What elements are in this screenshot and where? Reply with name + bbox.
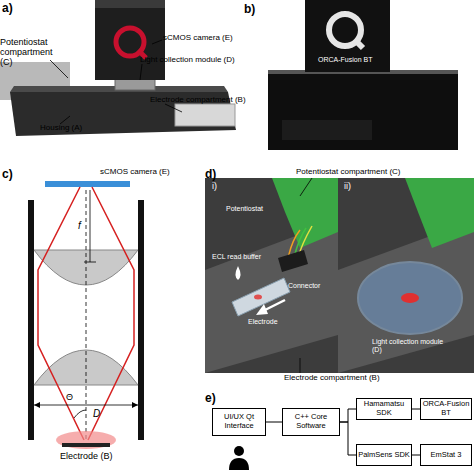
panel-letter: c)	[2, 168, 13, 181]
tube-wall	[28, 200, 34, 440]
leader-line	[165, 104, 182, 112]
box-text: PalmSens SDK	[358, 451, 410, 460]
part-label: Light collection module (D)	[372, 338, 452, 353]
connector	[278, 250, 308, 272]
connector-line	[412, 455, 420, 456]
box-text: Hamamatsu SDK	[358, 400, 410, 417]
focal-dimension	[90, 190, 91, 262]
part-label: Electrode (B)	[60, 452, 113, 462]
potentiostat-board	[405, 178, 474, 248]
connector-line	[266, 422, 282, 423]
light-ray	[38, 187, 84, 440]
process-box: Hamamatsu SDK	[356, 398, 412, 420]
insert-arrow	[263, 300, 285, 311]
part-label: Light collection module (D)	[140, 56, 235, 65]
process-box: EmStat 3	[420, 444, 472, 466]
connector-line	[412, 409, 420, 410]
panel-letter: b)	[244, 3, 255, 16]
part-label: ECL read buffer	[212, 253, 261, 261]
compartment-render	[205, 178, 474, 373]
leader-line	[300, 358, 301, 373]
part-label: Potentiostat compartment (C)	[0, 38, 62, 68]
device-render	[0, 0, 236, 136]
part-label: Potentiostat compartment (C)	[296, 168, 400, 177]
box-content: Hamamatsu SDK	[358, 400, 410, 417]
light-collection-module	[358, 262, 462, 334]
compartment-slab	[205, 220, 338, 373]
electrode-tray	[175, 104, 235, 126]
part-label: Housing (A)	[40, 124, 82, 133]
render-background	[205, 178, 338, 373]
compartment-slab	[338, 220, 474, 373]
part-label: sCMOS camera (E)	[100, 168, 170, 177]
box-text: EmStat 3	[431, 451, 462, 460]
insert-arrow	[256, 304, 268, 315]
ecl-spot	[401, 293, 419, 303]
potentiostat-board	[272, 178, 338, 248]
electrode-spot	[254, 295, 262, 300]
electrode-bar	[62, 443, 110, 447]
part-label: Connector	[288, 282, 320, 290]
process-box: ORCA-Fusion BT	[420, 398, 472, 420]
sub-panel-label: ii)	[344, 182, 351, 192]
optics-schematic	[28, 181, 144, 449]
dimension-label: f	[78, 220, 81, 231]
box-text: C++ Core Software	[284, 413, 338, 430]
box-content: ORCA-Fusion BT	[422, 400, 470, 417]
leader-line	[50, 60, 68, 78]
device-text: ORCA-Fusion BT	[318, 56, 372, 64]
process-box: PalmSens SDK	[356, 444, 412, 466]
electrode-strip	[232, 278, 290, 316]
dimension-arrow	[34, 402, 40, 408]
dimension-arrow	[132, 402, 138, 408]
dimension-label: D	[93, 408, 100, 419]
render-background	[338, 178, 474, 373]
buffer-droplet	[236, 266, 241, 280]
user-head	[234, 446, 244, 456]
box-content: UI/UX Qt Interface	[214, 413, 264, 430]
light-ray	[88, 187, 134, 440]
optical-axis	[86, 190, 87, 440]
tube-wall	[138, 200, 144, 440]
part-label: Electrode compartment (B)	[284, 374, 380, 383]
connector-line	[340, 409, 356, 422]
box-text: ORCA-Fusion BT	[422, 400, 470, 417]
process-box: UI/UX Qt Interface	[212, 408, 266, 436]
connector-line	[340, 422, 356, 455]
box-content: PalmSens SDK	[358, 451, 410, 460]
leader-line	[300, 178, 312, 196]
part-label: Potentiostat	[226, 205, 263, 213]
camera-logo	[355, 40, 363, 48]
ecl-glow	[56, 431, 116, 449]
process-box: C++ Core Software	[282, 408, 340, 436]
camera-sensor	[45, 181, 130, 187]
part-label: Electrode	[248, 318, 278, 326]
part-label: sCMOS camera (E)	[163, 34, 233, 43]
front-panel	[282, 120, 372, 140]
angle-arc	[74, 410, 86, 418]
user-icon	[229, 446, 249, 470]
base-box	[268, 70, 458, 150]
camera-top	[95, 0, 165, 8]
leader-line	[152, 40, 162, 44]
panel-letter: e)	[205, 392, 216, 405]
leader-line	[60, 116, 70, 124]
leader-line	[140, 64, 142, 80]
sub-panel-label: i)	[212, 182, 217, 192]
box-content: C++ Core Software	[284, 413, 338, 430]
camera-body	[95, 6, 165, 80]
angle-label: Θ	[66, 393, 73, 403]
panel-letter: a)	[2, 2, 13, 15]
panel-letter: d)	[205, 168, 216, 181]
device-photo	[268, 0, 458, 150]
box-content: EmStat 3	[431, 451, 462, 460]
focal-dimension	[84, 262, 96, 263]
part-label: Electrode compartment (B)	[150, 96, 246, 105]
camera-body	[305, 0, 390, 72]
box-text: UI/UX Qt Interface	[214, 413, 264, 430]
user-body	[229, 458, 249, 470]
diameter-dimension	[34, 405, 138, 406]
